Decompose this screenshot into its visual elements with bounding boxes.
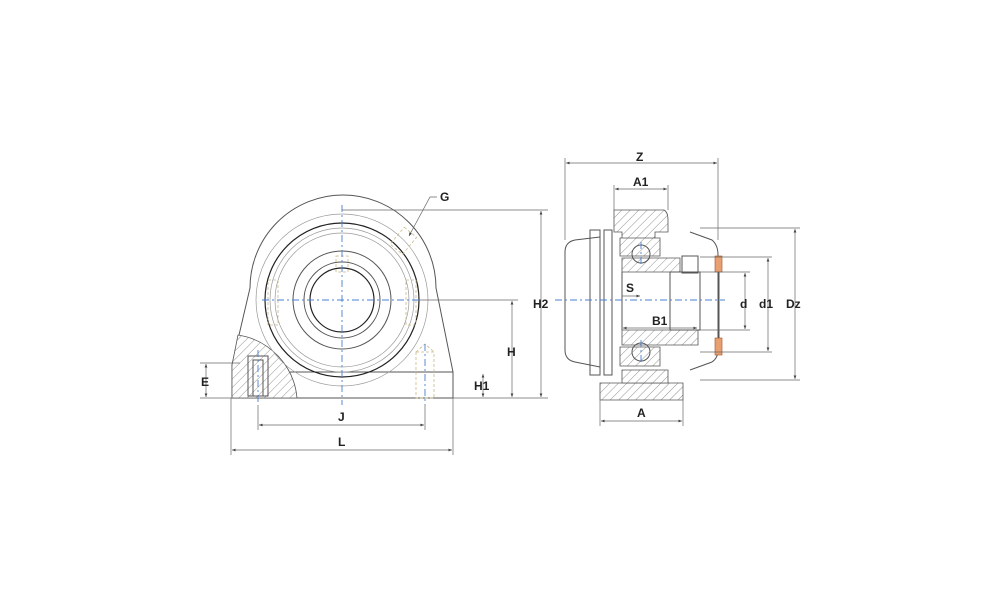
- label-L: L: [338, 435, 345, 449]
- seal-bottom: [714, 337, 723, 356]
- label-d: d: [740, 297, 747, 311]
- label-G: G: [440, 190, 449, 204]
- label-H2: H2: [533, 297, 549, 311]
- label-Dz: Dz: [786, 297, 801, 311]
- housing-outline: [231, 194, 454, 399]
- inner-ring-bottom: [621, 329, 699, 346]
- label-J: J: [338, 410, 345, 424]
- label-A: A: [637, 406, 646, 420]
- label-S: S: [626, 281, 634, 295]
- label-E: E: [201, 375, 209, 389]
- seal-top: [714, 255, 723, 273]
- front-view: G H2 H H1 E J L: [200, 190, 549, 455]
- label-A1: A1: [633, 175, 649, 189]
- end-cap: [564, 236, 601, 368]
- label-d1: d1: [759, 297, 773, 311]
- housing-bottom-section: [599, 382, 684, 401]
- inner-ring-top: [621, 257, 681, 273]
- label-Z: Z: [636, 150, 643, 164]
- label-H: H: [507, 345, 516, 359]
- label-H1: H1: [474, 379, 490, 393]
- label-B1: B1: [652, 314, 668, 328]
- side-view: Z A1 S B1 d d1 Dz A: [555, 150, 801, 426]
